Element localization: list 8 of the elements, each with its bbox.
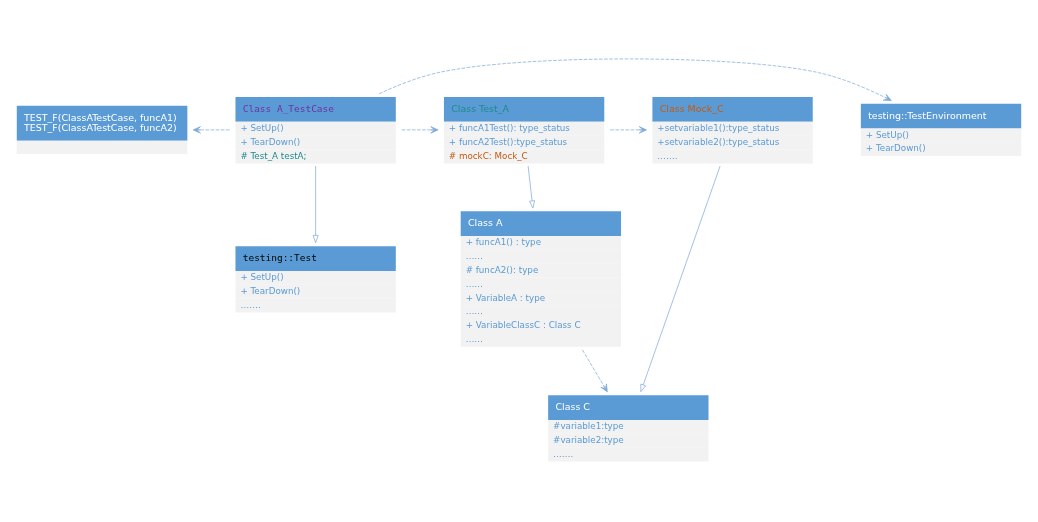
arrow — [378, 58, 892, 101]
arrow — [640, 165, 721, 392]
arrow — [312, 165, 319, 243]
arrow — [582, 348, 608, 392]
arrow — [401, 125, 439, 134]
arrow — [192, 125, 230, 134]
arrow — [527, 165, 535, 208]
arrow — [609, 125, 647, 134]
